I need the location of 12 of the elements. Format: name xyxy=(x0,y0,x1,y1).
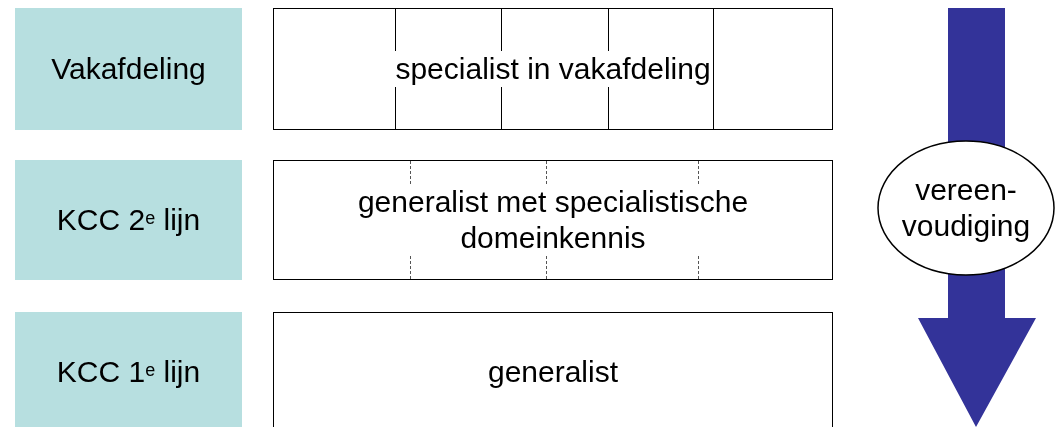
role-box xyxy=(273,312,833,427)
ellipse-label xyxy=(877,140,1055,276)
role-box xyxy=(273,8,833,130)
node-text: specialist in vakafdeling xyxy=(395,51,711,87)
row-label-box xyxy=(15,160,242,280)
row-label-box xyxy=(15,312,242,427)
role-box xyxy=(273,160,833,280)
node-text: vereen- voudiging xyxy=(900,172,1032,244)
node-text: KCC 2$^{e}$ lijn xyxy=(55,202,202,238)
row-label-box xyxy=(15,8,242,130)
node-text: Vakafdeling xyxy=(50,51,207,87)
node-text: KCC 1$^{e}$ lijn xyxy=(55,354,202,390)
